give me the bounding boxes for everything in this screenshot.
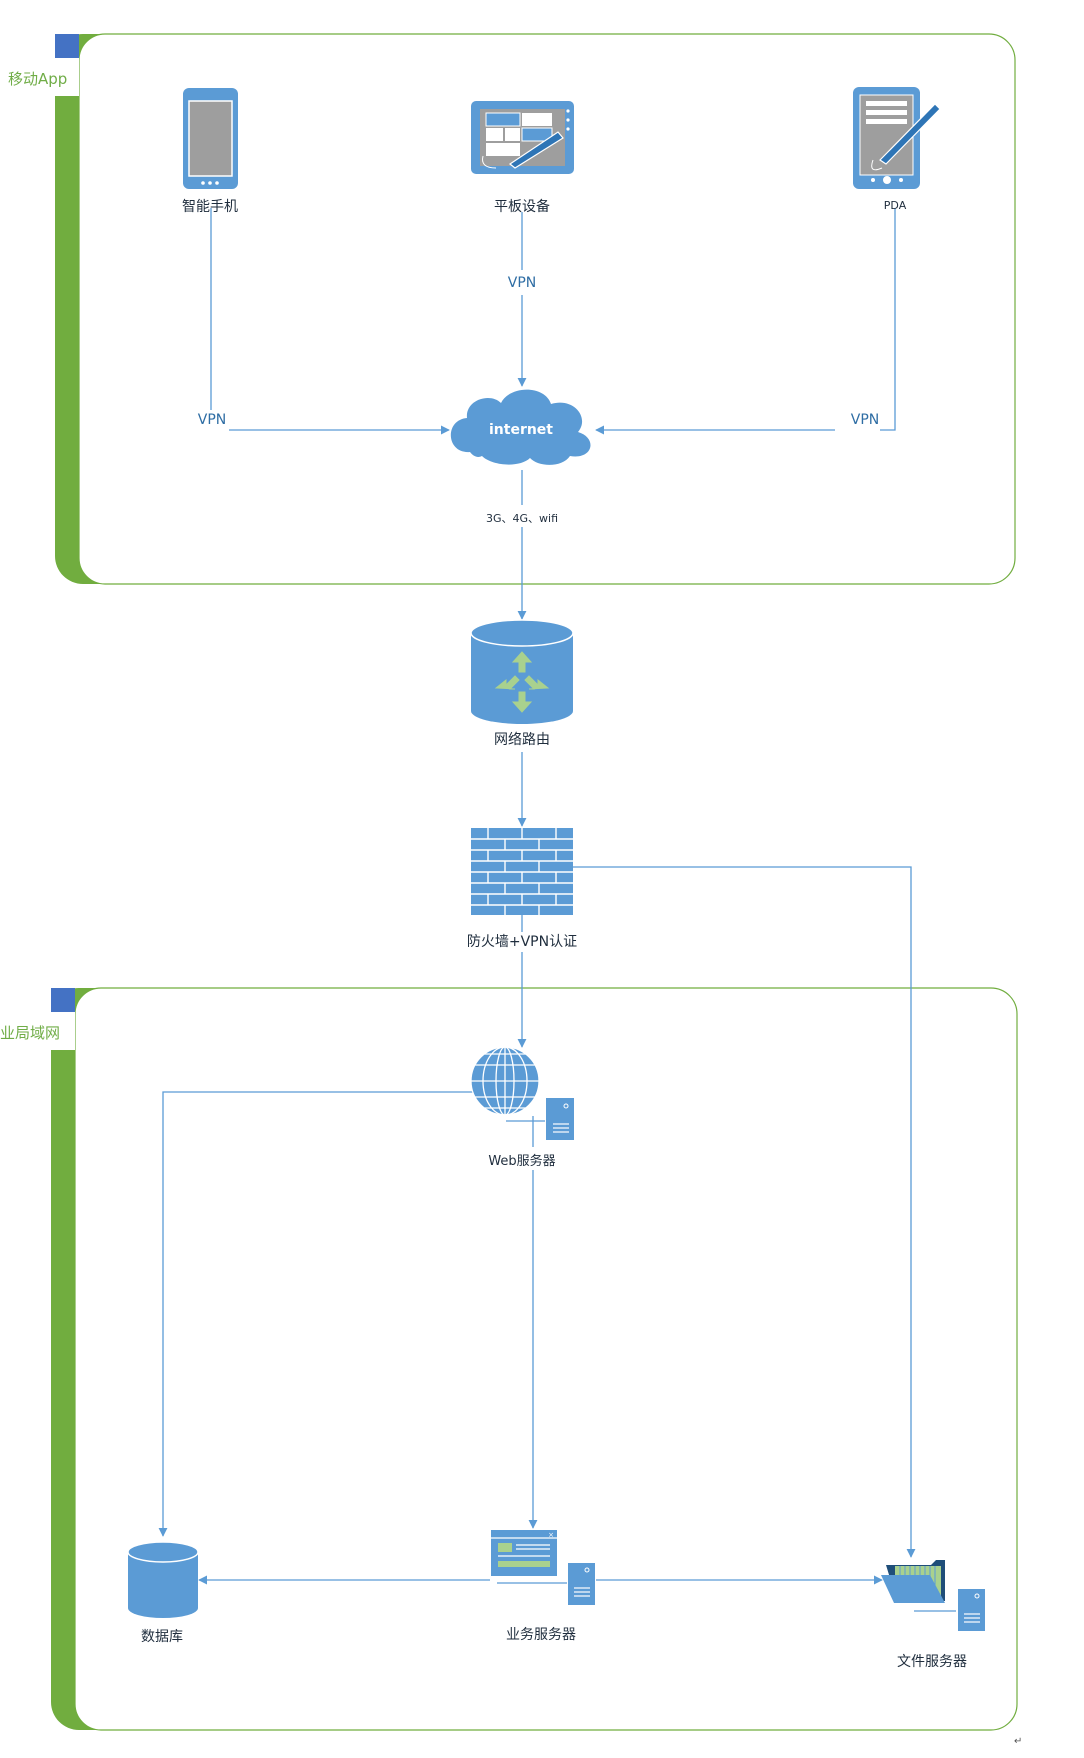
node-label-business-server: 业务服务器: [506, 1627, 576, 1643]
edge-label-vpn-pda: VPN: [851, 412, 880, 428]
group-tab-marker: [55, 34, 79, 58]
group-tab-marker: [51, 988, 75, 1012]
smartphone-icon: [183, 88, 238, 189]
tablet-icon: [471, 101, 574, 174]
group-mobile-app: 移动App: [0, 33, 1016, 585]
database-icon: [127, 1541, 199, 1618]
group-title-bg: [0, 1012, 75, 1050]
group-title-mobile: 移动App: [8, 70, 67, 88]
return-mark: ↵: [1014, 1736, 1022, 1747]
group-title-bg: [0, 58, 79, 96]
node-label-database: 数据库: [141, 1629, 183, 1645]
edge-label-vpn-tablet: VPN: [508, 275, 537, 291]
node-label-web-server: Web服务器: [488, 1153, 555, 1169]
node-label-tablet: 平板设备: [494, 198, 550, 215]
edge-web-database: [158, 1091, 473, 1537]
edge-label-network: 3G、4G、wifi: [486, 512, 558, 525]
app-server-icon: ×: [491, 1530, 595, 1605]
edge-label-vpn-phone: VPN: [198, 412, 227, 428]
node-label-file-server: 文件服务器: [897, 1654, 967, 1670]
pda-icon: [853, 87, 941, 189]
globe-server-icon: [470, 1046, 574, 1140]
node-label-pda: PDA: [884, 199, 907, 212]
svg-text:×: ×: [548, 1531, 554, 1539]
node-label-smartphone: 智能手机: [182, 199, 238, 215]
folder-server-icon: [881, 1560, 985, 1631]
cloud-icon: [450, 389, 591, 465]
router-icon: [470, 619, 574, 724]
group-title-lan: 业局域网: [0, 1024, 60, 1042]
edge-pda-vertical: [880, 208, 896, 431]
firewall-icon: [471, 828, 573, 915]
group-lan: 业局域网: [0, 987, 1018, 1731]
node-label-internet: internet: [489, 422, 553, 438]
node-label-router: 网络路由: [494, 732, 550, 748]
edge-firewall-file: [573, 866, 916, 1558]
node-label-firewall: 防火墙+VPN认证: [467, 934, 577, 950]
